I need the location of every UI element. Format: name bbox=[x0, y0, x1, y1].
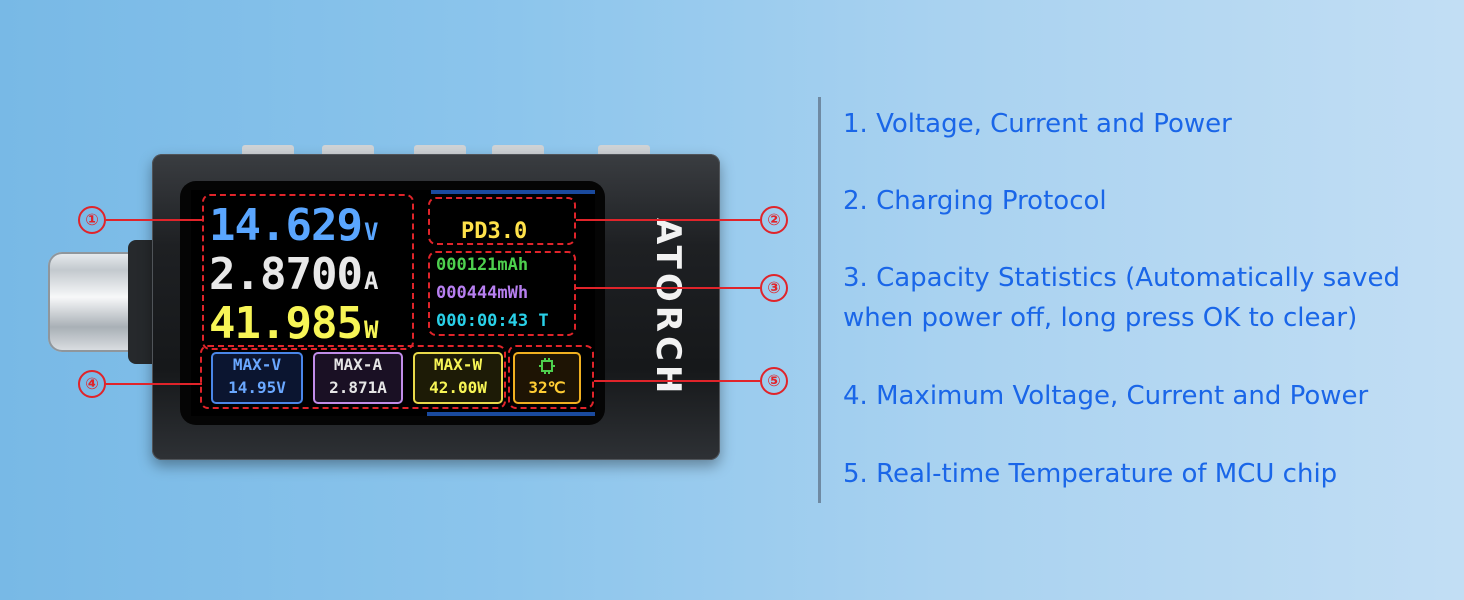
max-voltage-label: MAX-V bbox=[232, 355, 282, 374]
callout-box-1 bbox=[202, 194, 414, 350]
callout-number-3: ③ bbox=[760, 274, 788, 302]
callout-box-4 bbox=[200, 345, 506, 409]
power-value: 41.985 bbox=[209, 298, 363, 349]
callout-number-1: ① bbox=[78, 206, 106, 234]
feature-5: 5. Real-time Temperature of MCU chip bbox=[843, 459, 1338, 489]
energy-mwh: 000444mWh bbox=[436, 283, 529, 303]
callout-box-3 bbox=[428, 251, 576, 336]
top-button-1[interactable] bbox=[242, 145, 294, 155]
top-button-3[interactable] bbox=[414, 145, 466, 155]
screen-bottom-accent bbox=[427, 412, 595, 416]
feature-4: 4. Maximum Voltage, Current and Power bbox=[843, 381, 1369, 411]
feature-2: 2. Charging Protocol bbox=[843, 186, 1107, 216]
max-power-value: 42.00W bbox=[429, 378, 487, 397]
feature-3: 3. Capacity Statistics (Automatically sa… bbox=[843, 263, 1400, 333]
feature-1: 1. Voltage, Current and Power bbox=[843, 109, 1232, 139]
callout-line-1 bbox=[106, 219, 204, 221]
screen-top-accent bbox=[431, 190, 595, 194]
callout-line-4 bbox=[106, 383, 202, 385]
max-current-box: MAX-A 2.871A bbox=[313, 352, 403, 404]
max-current-label: MAX-A bbox=[333, 355, 383, 374]
chip-icon bbox=[515, 354, 579, 376]
top-button-4[interactable] bbox=[492, 145, 544, 155]
voltage-value: 14.629 bbox=[209, 200, 363, 251]
current-unit: A bbox=[363, 267, 378, 295]
top-button-5[interactable] bbox=[598, 145, 650, 155]
callout-line-2 bbox=[576, 219, 760, 221]
voltage-readout: 14.629V bbox=[209, 204, 378, 248]
callout-number-5: ⑤ bbox=[760, 367, 788, 395]
callout-line-5 bbox=[594, 380, 760, 382]
max-current-value: 2.871A bbox=[329, 378, 387, 397]
protocol-readout: PD3.0 bbox=[461, 219, 528, 244]
current-readout: 2.8700A bbox=[209, 253, 378, 297]
lcd-screen: 14.629V 2.8700A 41.985W PD3.0 000121mAh … bbox=[191, 190, 595, 416]
brand-logo: ATORCH bbox=[648, 218, 688, 398]
timer-readout: 000:00:43 T bbox=[436, 311, 549, 331]
max-voltage-value: 14.95V bbox=[228, 378, 286, 397]
callout-line-3 bbox=[576, 287, 760, 289]
power-unit: W bbox=[363, 316, 378, 344]
temperature-value: 32℃ bbox=[528, 378, 566, 397]
max-voltage-box: MAX-V 14.95V bbox=[211, 352, 303, 404]
callout-number-2: ② bbox=[760, 206, 788, 234]
top-button-2[interactable] bbox=[322, 145, 374, 155]
power-readout: 41.985W bbox=[209, 302, 378, 346]
max-power-box: MAX-W 42.00W bbox=[413, 352, 503, 404]
max-power-label: MAX-W bbox=[433, 355, 483, 374]
temperature-box: 32℃ bbox=[513, 352, 581, 404]
callout-box-5 bbox=[508, 345, 594, 409]
voltage-unit: V bbox=[363, 218, 378, 246]
capacity-mah: 000121mAh bbox=[436, 255, 529, 275]
callout-box-2 bbox=[428, 197, 576, 245]
callout-number-4: ④ bbox=[78, 370, 106, 398]
current-value: 2.8700 bbox=[209, 249, 363, 300]
divider-line bbox=[818, 97, 821, 503]
